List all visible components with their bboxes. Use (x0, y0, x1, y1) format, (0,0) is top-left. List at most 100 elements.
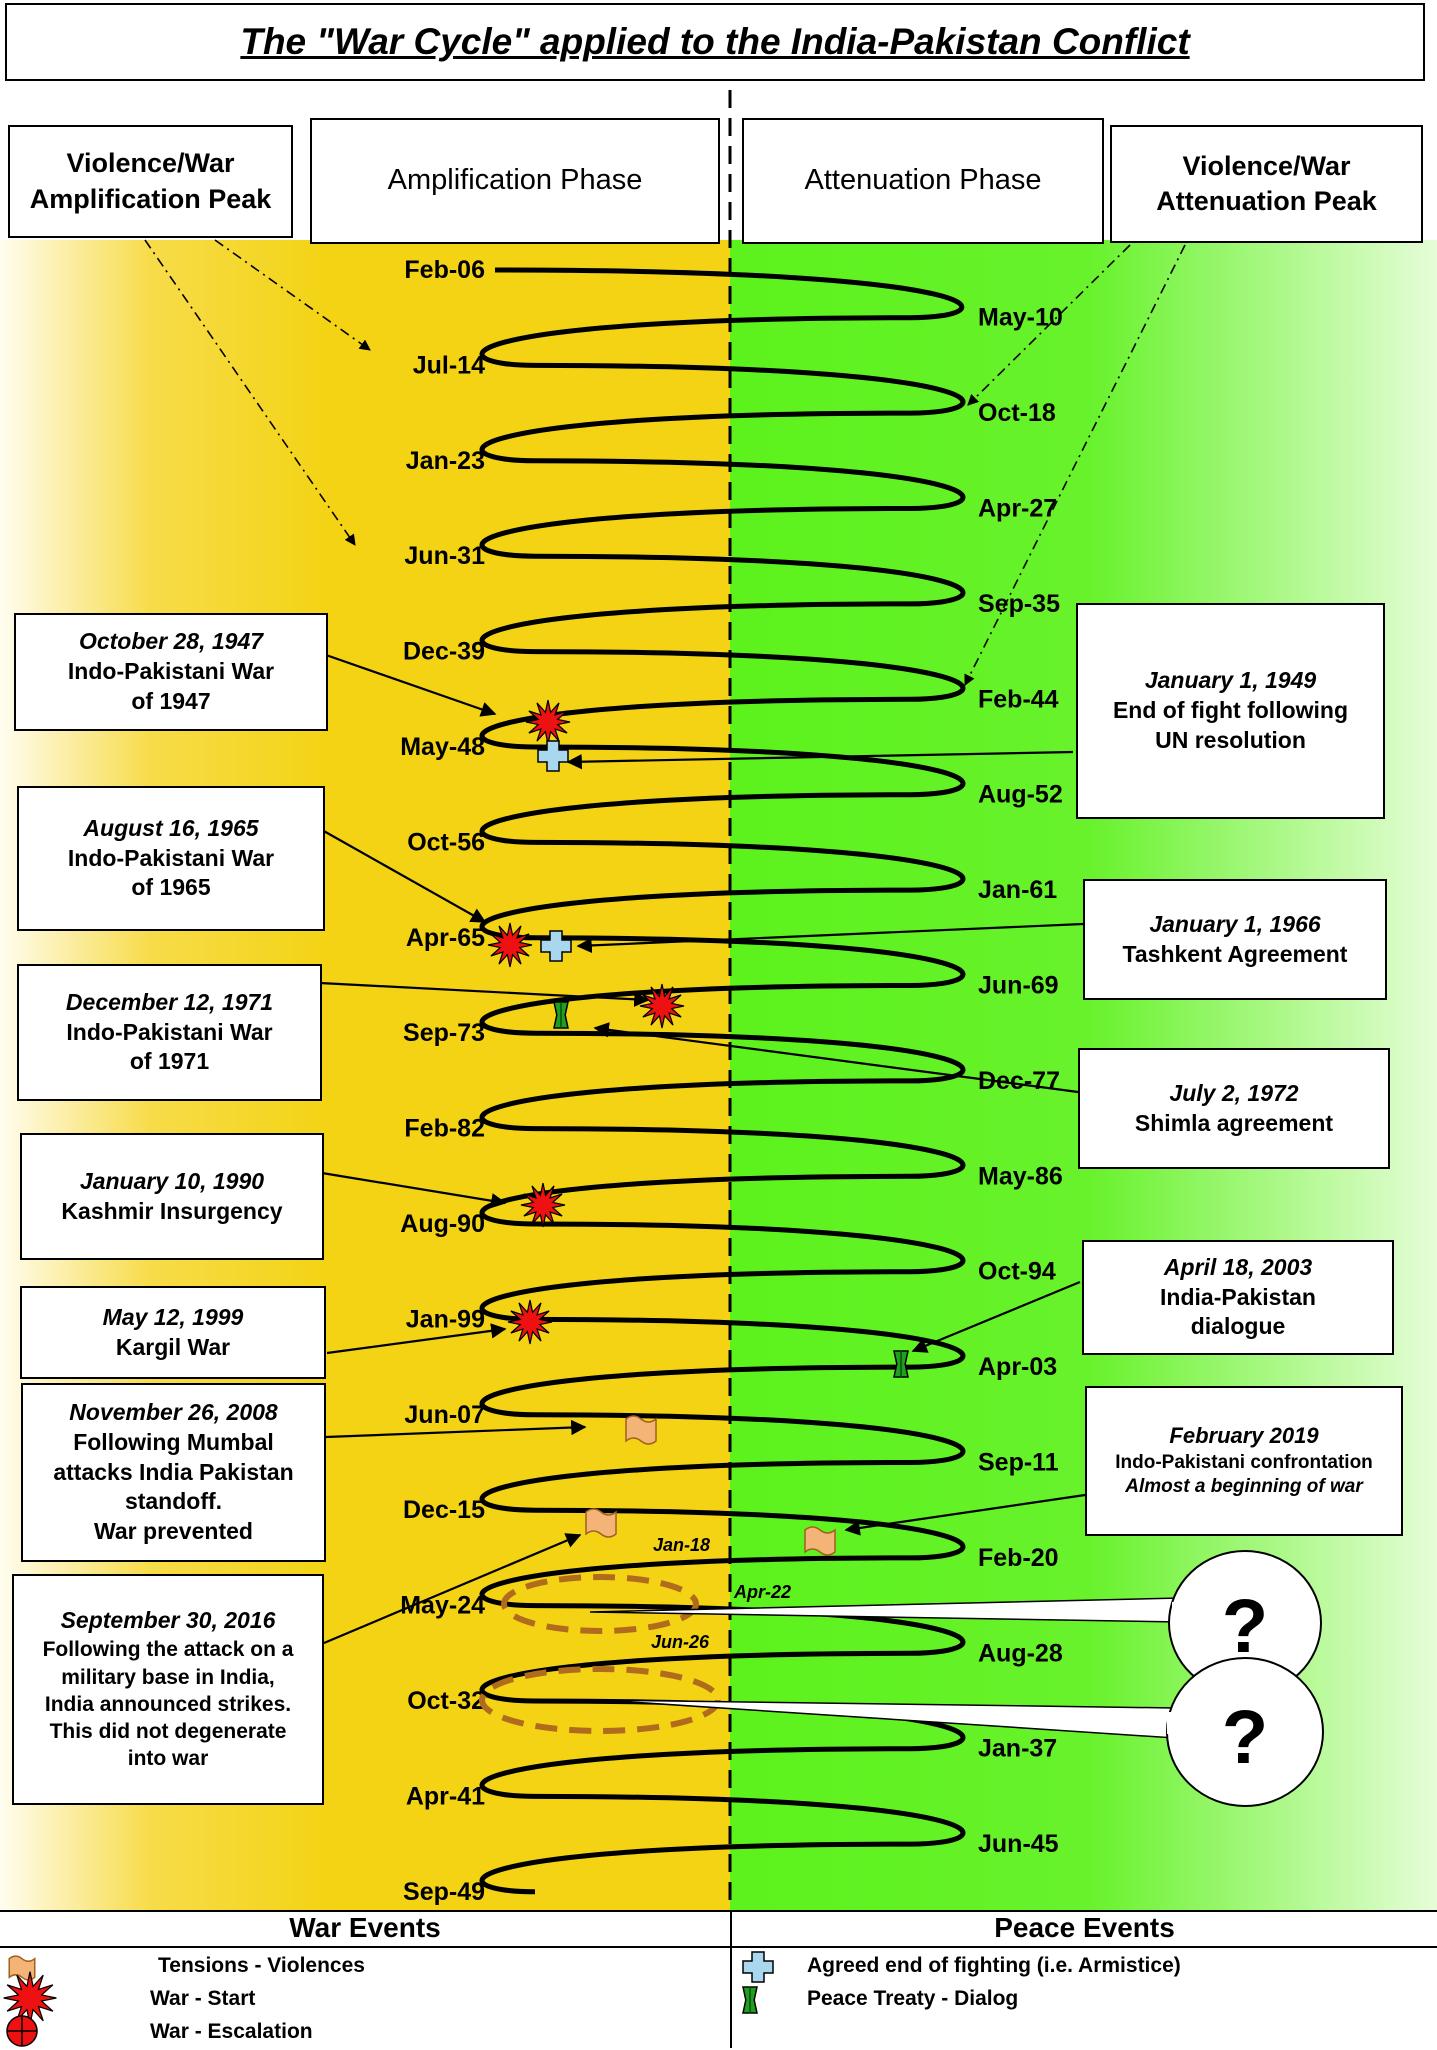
tension-icon (625, 1415, 657, 1445)
date-label-left: Sep-49 (403, 1878, 485, 1906)
event-box-1971: December 12, 1971 Indo-Pakistani War of … (17, 964, 322, 1101)
armistice-icon (540, 930, 572, 962)
legend-item-peace-treaty: Peace Treaty - Dialog (807, 1987, 1019, 2010)
attenuation-peak-line: Attenuation Peak (1156, 186, 1377, 216)
date-label-right: Feb-20 (978, 1544, 1059, 1572)
date-label-right: Aug-52 (978, 781, 1063, 809)
question-mark: ? (1222, 1695, 1268, 1780)
event-line: Indo-Pakistani War (66, 1018, 273, 1045)
arrow-1949 (566, 750, 1074, 770)
attenuation-phase-header: Attenuation Phase (742, 118, 1104, 244)
bubble-joint (1167, 1712, 1181, 1734)
event-date: November 26, 2008 (69, 1398, 278, 1425)
event-date: January 1, 1949 (1144, 667, 1317, 694)
arrow-1990 (321, 1171, 507, 1209)
date-label-right: Apr-03 (978, 1353, 1057, 1381)
event-markers (487, 699, 909, 1556)
event-date: December 12, 1971 (65, 988, 274, 1015)
event-line: Indo-Pakistani War (67, 844, 275, 871)
amplification-peak-line: Violence/War (66, 148, 235, 179)
date-label-right: Oct-94 (978, 1258, 1056, 1286)
event-box-1999: May 12, 1999 Kargil War (20, 1286, 326, 1379)
arrow-1972 (593, 1022, 1079, 1094)
event-line: Indo-Pakistani confrontation (1115, 1451, 1373, 1473)
event-box-1990: January 10, 1990 Kashmir Insurgency (20, 1133, 324, 1260)
event-box-1949: January 1, 1949 End of fight following U… (1076, 603, 1385, 819)
tension-icon (585, 1508, 617, 1538)
date-label-left: May-48 (400, 733, 485, 761)
small-date-jun26: Jun-26 (651, 1632, 710, 1652)
arrow-1965 (321, 829, 487, 923)
event-line: Tashkent Agreement (1122, 940, 1348, 967)
arrow-1947 (325, 653, 497, 717)
date-label-left: Jun-07 (404, 1401, 485, 1429)
arrow-1999 (326, 1323, 507, 1355)
date-label-left: Sep-73 (403, 1019, 485, 1047)
legend-item-war-escalation: War - Escalation (150, 2020, 313, 2043)
armistice-icon (742, 1951, 774, 1983)
date-label-left: Apr-65 (406, 924, 485, 952)
event-date: October 28, 1947 (78, 628, 264, 655)
event-line: Following the attack on a (42, 1638, 294, 1662)
event-line: into war (127, 1747, 209, 1771)
event-box-1966: January 1, 1966 Tashkent Agreement (1083, 879, 1387, 1000)
date-label-right: May-86 (978, 1162, 1063, 1190)
event-date: April 18, 2003 (1163, 1253, 1313, 1280)
war-start-icon (487, 922, 533, 968)
page-title-text: The "War Cycle" applied to the India-Pak… (240, 20, 1190, 62)
war-start-icon (520, 1182, 566, 1228)
war-start-icon (525, 699, 571, 745)
event-line: Indo-Pakistani War (67, 658, 275, 685)
question-bubble: ? (599, 1657, 1324, 1807)
page-title: The "War Cycle" applied to the India-Pak… (5, 3, 1425, 81)
event-box-2008: November 26, 2008 Following Mumbal attac… (21, 1383, 326, 1562)
question-mark: ? (1222, 1584, 1268, 1669)
arrow-2019 (844, 1493, 1086, 1536)
arrow-2008 (325, 1419, 587, 1439)
date-label-left: Jan-99 (406, 1305, 485, 1333)
date-label-left: Oct-32 (407, 1687, 485, 1715)
event-date: May 12, 1999 (102, 1303, 244, 1330)
date-label-right: Aug-28 (978, 1639, 1063, 1667)
date-label-left: Dec-39 (403, 638, 485, 666)
legend-item-armistice: Agreed end of fighting (i.e. Armistice) (807, 1954, 1181, 1977)
legend-divider (730, 1910, 732, 2048)
event-line: military base in India, (61, 1665, 275, 1689)
event-box-2003: April 18, 2003 India-Pakistan dialogue (1082, 1240, 1394, 1355)
war-start-icon (3, 1971, 57, 2025)
event-line: Shimla agreement (1134, 1109, 1334, 1136)
event-line: Almost a beginning of war (1125, 1476, 1363, 1498)
event-line: of 1947 (131, 687, 211, 714)
war-start-icon (639, 983, 685, 1029)
event-line: War prevented (94, 1518, 253, 1545)
event-line: This did not degenerate (49, 1720, 287, 1744)
legend (0, 1910, 1437, 2050)
event-date: January 1, 1966 (1149, 910, 1321, 937)
event-line: India-Pakistan (1160, 1283, 1316, 1310)
arrow-2003 (911, 1280, 1081, 1353)
event-line: Kargil War (115, 1333, 231, 1360)
legend-item-tensions: Tensions - Violences (158, 1954, 365, 1977)
armistice-icon (537, 740, 569, 772)
date-label-right: Sep-11 (978, 1449, 1059, 1477)
legend-icon-group (3, 1951, 774, 2047)
small-date-jan18: Jan-18 (653, 1535, 710, 1555)
event-line: of 1965 (131, 874, 211, 901)
date-label-right: Jun-45 (978, 1830, 1059, 1858)
event-box-1947: October 28, 1947 Indo-Pakistani War of 1… (14, 613, 328, 731)
event-line: Kashmir Insurgency (61, 1197, 283, 1224)
future-cycle-ellipse (501, 1574, 699, 1634)
date-label-left: Jun-31 (404, 542, 485, 570)
event-date: August 16, 1965 (83, 814, 259, 841)
future-cycle-ellipse (479, 1666, 721, 1734)
date-label-left: Apr-41 (406, 1782, 485, 1810)
date-label-right: May-10 (978, 304, 1063, 332)
event-date: July 2, 1972 (1169, 1079, 1299, 1106)
bubble-joint (1172, 1602, 1186, 1622)
amplification-phase-header: Amplification Phase (310, 118, 720, 244)
date-label-right: Apr-27 (978, 495, 1057, 523)
date-label-right: Jan-61 (978, 876, 1057, 904)
event-arrows (319, 653, 1086, 1645)
event-line: of 1971 (129, 1048, 210, 1075)
